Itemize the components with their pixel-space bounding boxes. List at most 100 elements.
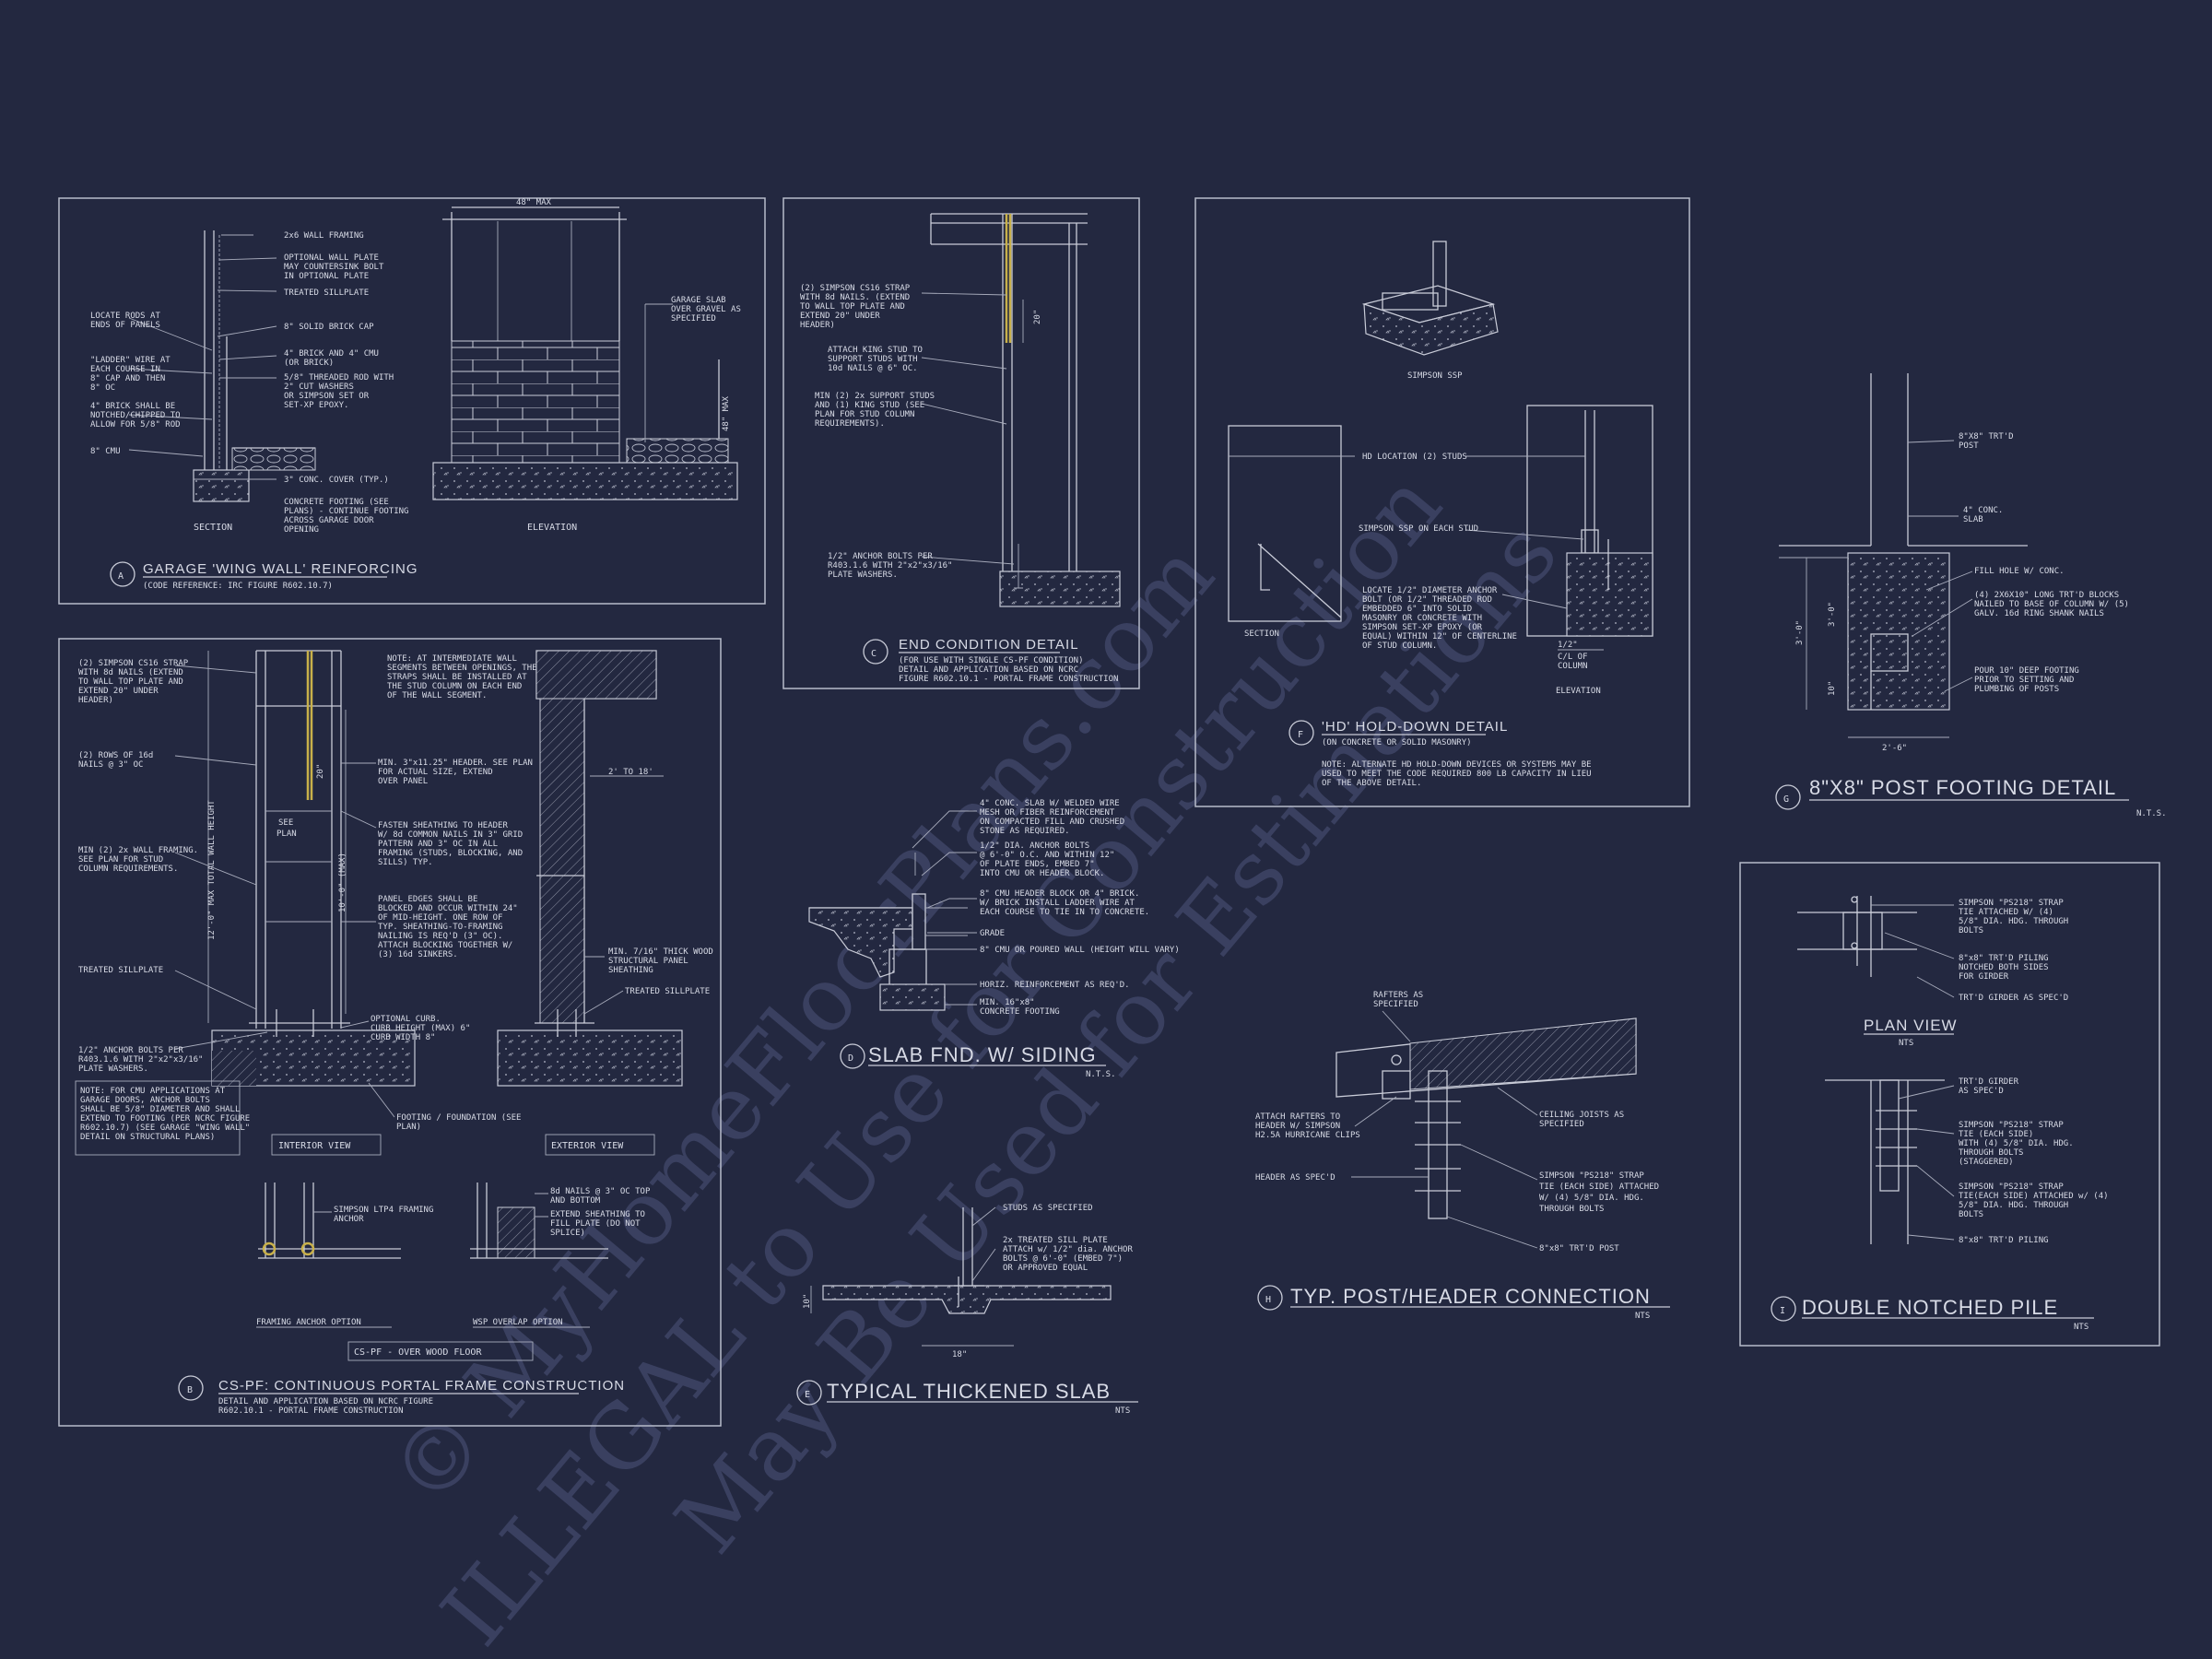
svg-text:2" CUT WASHERS: 2" CUT WASHERS xyxy=(284,382,354,392)
svg-text:HEADER W/ SIMPSON: HEADER W/ SIMPSON xyxy=(1255,1122,1340,1131)
svg-text:OR SIMPSON SET OR: OR SIMPSON SET OR xyxy=(284,392,370,401)
detail-h-note-5: 8"x8" TRT'D POST xyxy=(1539,1244,1619,1253)
svg-text:R403.1.6 WITH 2"x2"x3/16": R403.1.6 WITH 2"x2"x3/16" xyxy=(78,1055,203,1065)
svg-text:FOR GIRDER: FOR GIRDER xyxy=(1959,972,2009,982)
svg-text:SIMPSON LTP4 FRAMING: SIMPSON LTP4 FRAMING xyxy=(334,1206,433,1215)
svg-text:FOR ACTUAL SIZE, EXTEND: FOR ACTUAL SIZE, EXTEND xyxy=(378,768,493,777)
detail-c-letter: C xyxy=(871,649,877,659)
detail-e: 10" 18" STUDS AS SPECIFIED 2x TREATED SI… xyxy=(796,1204,1138,1416)
svg-text:NOTE: AT INTERMEDIATE WALL: NOTE: AT INTERMEDIATE WALL xyxy=(387,654,517,664)
detail-b-note-10: TREATED SILLPLATE xyxy=(625,987,710,996)
detail-c-sub2: DETAIL AND APPLICATION BASED ON NCRC xyxy=(899,665,1078,675)
svg-text:BOLTS: BOLTS xyxy=(1959,926,1983,935)
detail-g-scale: N.T.S. xyxy=(2136,809,2167,818)
svg-text:BOLTS @ 6'-0" (EMBED 7"): BOLTS @ 6'-0" (EMBED 7") xyxy=(1003,1254,1123,1264)
svg-text:(2) SIMPSON CS16 STRAP: (2) SIMPSON CS16 STRAP xyxy=(78,659,189,668)
detail-b-title: CS-PF: CONTINUOUS PORTAL FRAME CONSTRUCT… xyxy=(218,1378,625,1394)
detail-a-note-6: 3" CONC. COVER (TYP.) xyxy=(284,476,389,485)
svg-text:NOTE: ALTERNATE HD HOLD-DOWN D: NOTE: ALTERNATE HD HOLD-DOWN DEVICES OR … xyxy=(1322,760,1592,770)
svg-text:ATTACH w/ 1/2" dia. ANCHOR: ATTACH w/ 1/2" dia. ANCHOR xyxy=(1003,1245,1133,1254)
svg-text:CONCRETE FOOTING (SEE: CONCRETE FOOTING (SEE xyxy=(284,498,389,507)
svg-text:OF PLATE ENDS, EMBED 7": OF PLATE ENDS, EMBED 7" xyxy=(980,860,1095,869)
svg-text:PLATE WASHERS.: PLATE WASHERS. xyxy=(78,1065,148,1074)
svg-text:5/8" DIA. HDG. THROUGH: 5/8" DIA. HDG. THROUGH xyxy=(1959,917,2068,926)
svg-text:EXTEND TO FOOTING (PER NCRC FI: EXTEND TO FOOTING (PER NCRC FIGURE xyxy=(80,1114,250,1124)
svg-text:SPECIFIED: SPECIFIED xyxy=(1373,1000,1418,1009)
svg-text:TIE (EACH SIDE): TIE (EACH SIDE) xyxy=(1959,1130,2033,1139)
detail-i: SIMPSON "PS218" STRAP TIE ATTACHED W/ (4… xyxy=(1739,862,2160,1347)
detail-b-note-3: TREATED SILLPLATE xyxy=(78,966,163,975)
detail-a-note-0: 2x6 WALL FRAMING xyxy=(284,231,364,241)
svg-text:SHALL BE 5/8" DIAMETER AND SHA: SHALL BE 5/8" DIAMETER AND SHALL xyxy=(80,1105,240,1114)
svg-text:TRT'D GIRDER: TRT'D GIRDER xyxy=(1959,1077,2019,1087)
detail-g-dim-h3: 10" xyxy=(1828,681,1837,696)
svg-text:EXTEND SHEATHING TO: EXTEND SHEATHING TO xyxy=(550,1210,645,1219)
svg-text:NAILS @ 3" OC: NAILS @ 3" OC xyxy=(78,760,143,770)
svg-text:MIN. 16"x8": MIN. 16"x8" xyxy=(980,998,1035,1007)
svg-text:REQUIREMENTS).: REQUIREMENTS). xyxy=(815,419,885,429)
svg-text:OF MID-HEIGHT. ONE ROW OF: OF MID-HEIGHT. ONE ROW OF xyxy=(378,913,502,923)
svg-text:OVER PANEL: OVER PANEL xyxy=(378,777,428,786)
svg-text:SIMPSON "PS218" STRAP: SIMPSON "PS218" STRAP xyxy=(1959,1121,2064,1130)
svg-text:(OR BRICK): (OR BRICK) xyxy=(284,359,334,368)
detail-c-sub1: (FOR USE WITH SINGLE CS-PF CONDITION) xyxy=(899,656,1083,665)
svg-text:SIMPSON "PS218" STRAP: SIMPSON "PS218" STRAP xyxy=(1539,1171,1644,1181)
detail-b-border xyxy=(58,638,722,1427)
svg-text:EACH COURSE TO TIE IN TO CONCR: EACH COURSE TO TIE IN TO CONCRETE. xyxy=(980,908,1149,917)
svg-text:(2) ROWS OF 16d: (2) ROWS OF 16d xyxy=(78,751,153,760)
detail-d-note-3: GRADE xyxy=(980,929,1005,938)
svg-text:TIE(EACH SIDE) ATTACHED w/ (4): TIE(EACH SIDE) ATTACHED w/ (4) xyxy=(1959,1192,2109,1201)
detail-d: 4" CONC. SLAB W/ WELDED WIRE MESH OR FIB… xyxy=(808,799,1180,1079)
svg-text:TIE (EACH SIDE) ATTACHED: TIE (EACH SIDE) ATTACHED xyxy=(1539,1182,1659,1192)
svg-text:8d NAILS @ 3" OC TOP: 8d NAILS @ 3" OC TOP xyxy=(550,1187,651,1196)
svg-text:ANCHOR: ANCHOR xyxy=(334,1215,364,1224)
detail-a-dim-right: 48" MAX xyxy=(722,395,731,431)
detail-b: 12'-0" MAX TOTAL WALL HEIGHT 10'-0" (MAX… xyxy=(58,638,722,1427)
detail-i-letter: I xyxy=(1780,1306,1785,1316)
svg-text:AND (1) KING STUD (SEE: AND (1) KING STUD (SEE xyxy=(815,401,924,410)
svg-text:4" CONC.: 4" CONC. xyxy=(1963,506,2003,515)
svg-text:WITH 8d NAILS. (EXTEND: WITH 8d NAILS. (EXTEND xyxy=(800,293,910,302)
svg-text:HEADER): HEADER) xyxy=(78,696,113,705)
svg-text:8" CMU HEADER BLOCK OR 4" BRIC: 8" CMU HEADER BLOCK OR 4" BRICK. xyxy=(980,889,1139,899)
svg-text:OPENING: OPENING xyxy=(284,525,319,535)
detail-f-border xyxy=(1194,197,1690,807)
svg-text:SPECIFIED: SPECIFIED xyxy=(1539,1120,1584,1129)
svg-text:SEGMENTS BETWEEN OPENINGS, THE: SEGMENTS BETWEEN OPENINGS, THE xyxy=(387,664,537,673)
detail-i-note-2: TRT'D GIRDER AS SPEC'D xyxy=(1959,994,2068,1003)
detail-a-letter: A xyxy=(118,571,124,582)
svg-text:SIMPSON "PS218" STRAP: SIMPSON "PS218" STRAP xyxy=(1959,1182,2064,1192)
svg-text:MIN (2) 2x WALL FRAMING.: MIN (2) 2x WALL FRAMING. xyxy=(78,846,198,855)
detail-a-subtitle: (CODE REFERENCE: IRC FIGURE R602.10.7) xyxy=(143,582,333,591)
svg-text:STONE AS REQUIRED.: STONE AS REQUIRED. xyxy=(980,827,1070,836)
svg-text:(STAGGERED): (STAGGERED) xyxy=(1959,1158,2014,1167)
svg-text:TO WALL TOP PLATE AND: TO WALL TOP PLATE AND xyxy=(78,677,183,687)
svg-text:TO WALL TOP PLATE AND: TO WALL TOP PLATE AND xyxy=(800,302,905,312)
svg-text:CURB WIDTH 8": CURB WIDTH 8" xyxy=(371,1033,435,1042)
svg-text:PRIOR TO SETTING AND: PRIOR TO SETTING AND xyxy=(1974,676,2074,685)
detail-b-interior-label: INTERIOR VIEW xyxy=(278,1141,351,1151)
svg-text:EQUAL) WITHIN 12" OF CENTERLIN: EQUAL) WITHIN 12" OF CENTERLINE xyxy=(1362,632,1517,641)
svg-text:GALV. 16d RING SHANK NAILS: GALV. 16d RING SHANK NAILS xyxy=(1974,609,2104,618)
svg-text:SEE: SEE xyxy=(278,818,293,828)
svg-text:THROUGH BOLTS: THROUGH BOLTS xyxy=(1539,1205,1604,1214)
svg-text:BOLT (OR 1/2" THREADED ROD: BOLT (OR 1/2" THREADED ROD xyxy=(1362,595,1492,605)
svg-text:ATTACH KING STUD TO: ATTACH KING STUD TO xyxy=(828,346,923,355)
svg-text:NAILING IS REQ'D (3" OC).: NAILING IS REQ'D (3" OC). xyxy=(378,932,502,941)
detail-a-note-11: 8" CMU xyxy=(90,447,121,456)
svg-text:8" OC: 8" OC xyxy=(90,383,115,393)
svg-text:EXTEND 20" UNDER: EXTEND 20" UNDER xyxy=(78,687,159,696)
svg-text:FOOTING / FOUNDATION (SEE: FOOTING / FOUNDATION (SEE xyxy=(396,1113,521,1123)
detail-f-dim2: 1/2" xyxy=(1558,641,1578,650)
detail-a-border xyxy=(58,197,766,605)
detail-f-note-1: SIMPSON SSP ON EACH STUD xyxy=(1359,524,1478,534)
svg-text:20": 20" xyxy=(316,764,325,779)
svg-text:SILLS) TYP.: SILLS) TYP. xyxy=(378,858,433,867)
svg-text:GARAGE SLAB: GARAGE SLAB xyxy=(671,296,726,305)
svg-text:10d NAILS @ 6" OC.: 10d NAILS @ 6" OC. xyxy=(828,364,918,373)
svg-text:WITH 8d NAILS (EXTEND: WITH 8d NAILS (EXTEND xyxy=(78,668,183,677)
svg-text:1/2" ANCHOR BOLTS PER: 1/2" ANCHOR BOLTS PER xyxy=(828,552,933,561)
detail-d-letter: D xyxy=(848,1053,853,1064)
detail-f-note-0: HD LOCATION (2) STUDS xyxy=(1362,453,1467,462)
detail-h-letter: H xyxy=(1265,1295,1271,1305)
